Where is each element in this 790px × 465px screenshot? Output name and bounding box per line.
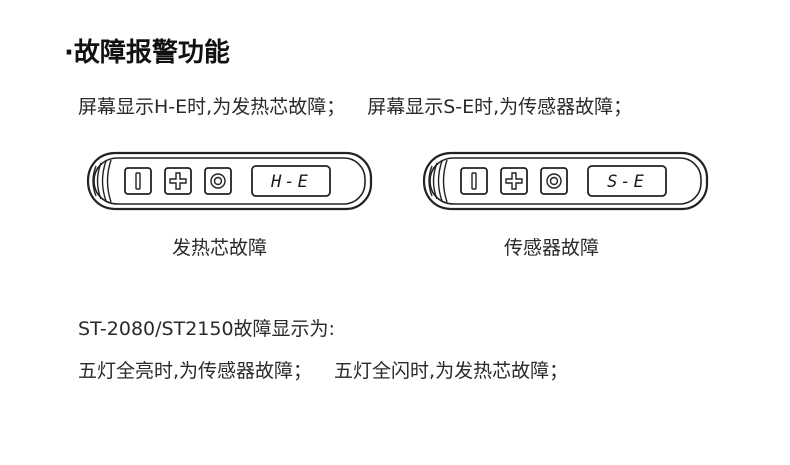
caption-sensor-fault: 传感器故障 (504, 237, 600, 259)
led-rules-line: 五灯全亮时,为传感器故障； 五灯全闪时,为发热芯故障； (78, 356, 568, 383)
control-panel-heater-fault: H-E (82, 150, 374, 212)
display-readout: S-E (607, 172, 647, 192)
led-rule-all-flash: 五灯全闪时,为发热芯故障； (334, 360, 569, 382)
intro-line: 屏幕显示H-E时,为发热芯故障； 屏幕显示S-E时,为传感器故障； (78, 92, 632, 119)
display-screen: S-E (587, 165, 667, 197)
power-icon (460, 167, 488, 195)
heading-bullet: · (64, 38, 74, 68)
caption-heater-fault: 发热芯故障 (172, 237, 268, 259)
plus-icon (500, 167, 528, 195)
heading-title: 故障报警功能 (73, 38, 230, 68)
control-panel-sensor-fault: S-E (418, 150, 710, 212)
section-heading: ·故障报警功能 (64, 32, 230, 69)
intro-sensor-text: 屏幕显示S-E时,为传感器故障； (367, 96, 633, 118)
display-screen: H-E (251, 165, 331, 197)
plus-icon (164, 167, 192, 195)
target-icon (540, 167, 568, 195)
intro-heater-text: 屏幕显示H-E时,为发热芯故障； (78, 96, 346, 118)
target-icon (204, 167, 232, 195)
led-rule-all-on: 五灯全亮时,为传感器故障； (78, 360, 313, 382)
display-readout: H-E (270, 172, 311, 192)
power-icon (124, 167, 152, 195)
models-label: ST-2080/ST2150故障显示为: (78, 318, 335, 340)
